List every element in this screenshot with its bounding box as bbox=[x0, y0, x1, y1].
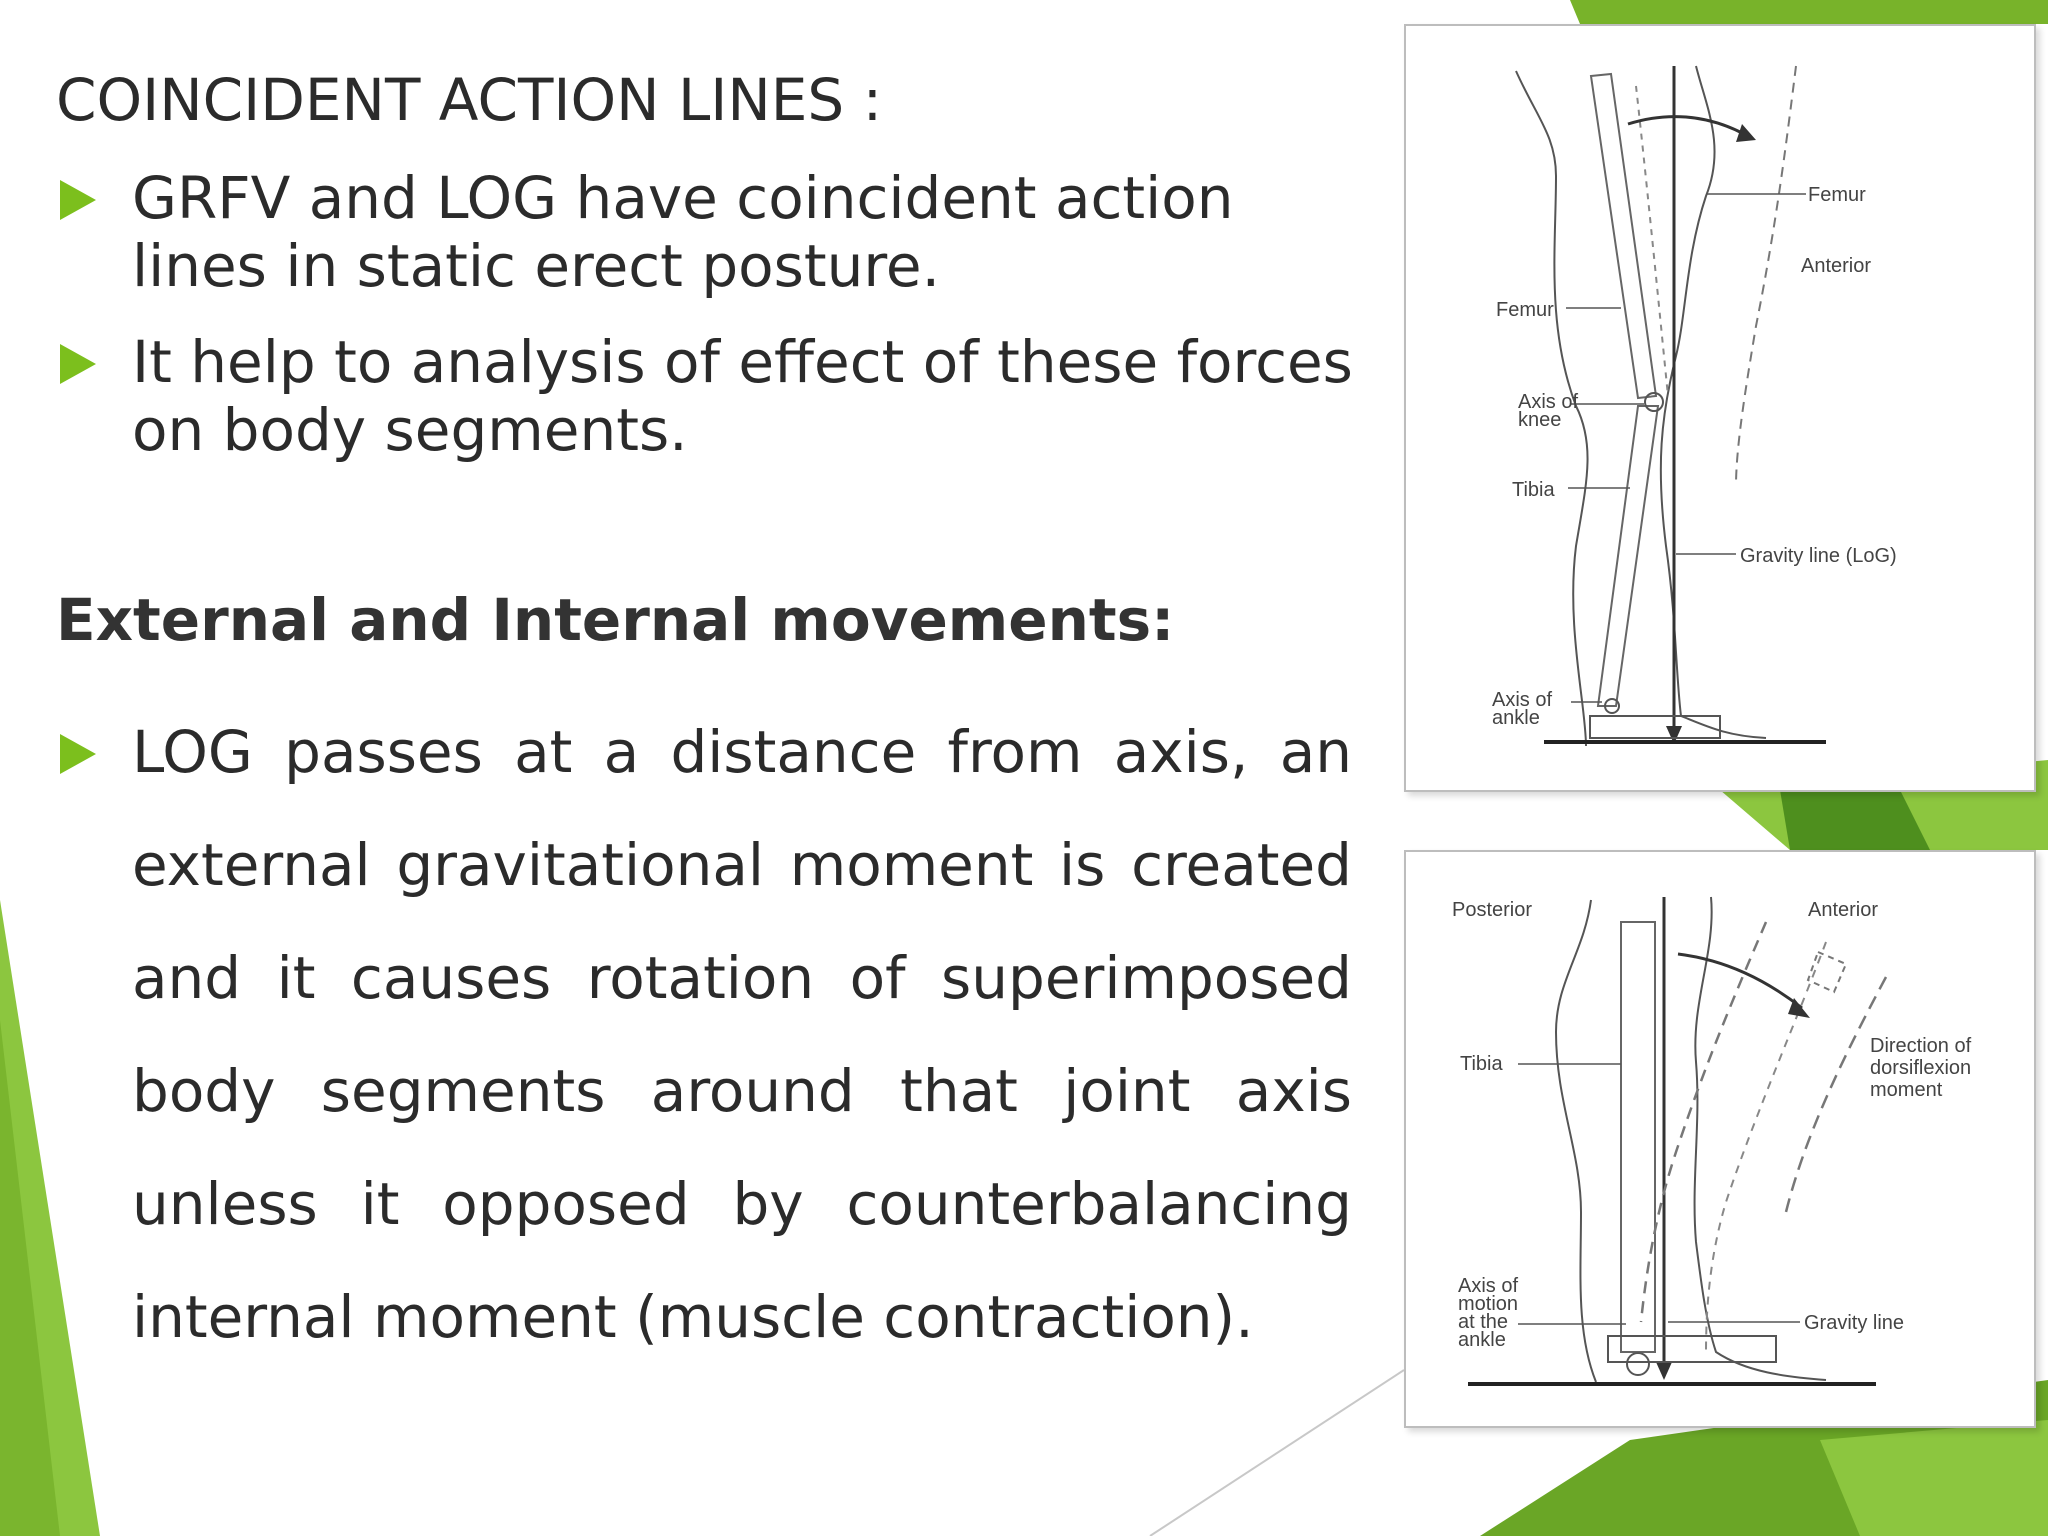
foot-block bbox=[1607, 1335, 1777, 1363]
bullet-text: GRFV and LOG have coincident action line… bbox=[132, 164, 1234, 300]
dorsiflexion-arrowhead bbox=[1788, 998, 1810, 1018]
label-gravity-line: Gravity line bbox=[1804, 1312, 1904, 1334]
ankle-axis-circle bbox=[1604, 698, 1620, 714]
mid-right-green-dark bbox=[1780, 790, 1930, 850]
bullet-triangle-icon bbox=[60, 734, 96, 774]
label-axis-knee-2: knee bbox=[1518, 409, 1561, 431]
rotation-arrowhead bbox=[1736, 124, 1756, 142]
bullet-text: LOG passes at a distance from axis, an e… bbox=[132, 718, 1352, 1351]
leg-outline-back bbox=[1515, 70, 1589, 747]
label-direction-1: Direction of bbox=[1870, 1035, 1972, 1057]
label-axis-1: Axis of bbox=[1458, 1275, 1518, 1297]
heading-coincident-action-lines: COINCIDENT ACTION LINES : bbox=[56, 66, 883, 134]
label-axis-2: motion bbox=[1458, 1293, 1518, 1315]
bullet-grfv-log: GRFV and LOG have coincident action line… bbox=[56, 164, 1356, 300]
tibia-bar bbox=[1596, 405, 1660, 707]
label-axis-ankle-2: ankle bbox=[1492, 707, 1540, 729]
ankle-axis-circle bbox=[1626, 1352, 1650, 1376]
dorsiflexed-leg-dashed-2 bbox=[1705, 941, 1827, 1353]
leg-outline-front bbox=[1659, 65, 1767, 739]
bullet-text: It help to analysis of effect of these f… bbox=[132, 328, 1353, 464]
label-direction-2: dorsiflexion bbox=[1870, 1057, 1971, 1079]
label-axis-knee-1: Axis of bbox=[1518, 391, 1578, 413]
femur-bar bbox=[1589, 72, 1658, 400]
label-axis-ankle-1: Axis of bbox=[1492, 689, 1552, 711]
bottom-right-green-light bbox=[1820, 1420, 2048, 1536]
label-axis-4: ankle bbox=[1458, 1329, 1506, 1351]
bullet-analysis: It help to analysis of effect of these f… bbox=[56, 328, 1356, 464]
knee-axis-circle bbox=[1644, 392, 1664, 412]
gravity-arrowhead bbox=[1656, 1362, 1672, 1380]
bullet-log-passes: LOG passes at a distance from axis, an e… bbox=[56, 696, 1352, 1374]
flexed-leg-dashed bbox=[1735, 65, 1797, 487]
dorsiflexed-tibia-dashed bbox=[1806, 950, 1848, 994]
heading-external-internal-movements: External and Internal movements: bbox=[56, 586, 1175, 654]
label-direction-3: moment bbox=[1870, 1079, 1943, 1101]
thin-diagonal-line bbox=[1149, 1369, 1405, 1536]
tibia-bar bbox=[1620, 921, 1656, 1353]
top-right-green bbox=[1570, 0, 2048, 24]
ankle-diagram: Posterior Anterior Tibia Direction of do… bbox=[1452, 896, 1972, 1386]
label-axis-3: at the bbox=[1458, 1311, 1508, 1333]
leg-outline-front bbox=[1693, 896, 1827, 1381]
label-anterior: Anterior bbox=[1801, 255, 1871, 277]
label-femur-left: Femur bbox=[1496, 299, 1554, 321]
gravity-arrowhead bbox=[1666, 726, 1682, 744]
figure-knee-gravity-line: Femur Anterior Femur Axis of knee Tibia … bbox=[1404, 24, 2036, 792]
flexed-leg-dashed-inner bbox=[1635, 85, 1669, 397]
bullet-triangle-icon bbox=[60, 344, 96, 384]
foot-block bbox=[1589, 715, 1721, 739]
label-femur-right: Femur bbox=[1808, 184, 1866, 206]
knee-diagram: Femur Anterior Femur Axis of knee Tibia … bbox=[1492, 65, 1897, 747]
dorsiflexion-arrow bbox=[1677, 952, 1803, 1010]
leg-outline-back bbox=[1554, 899, 1597, 1383]
label-tibia: Tibia bbox=[1460, 1053, 1503, 1075]
figure-ankle-dorsiflexion: Posterior Anterior Tibia Direction of do… bbox=[1404, 850, 2036, 1428]
rotation-arrow bbox=[1627, 115, 1745, 136]
left-green-wedge-dark bbox=[0, 1020, 60, 1536]
label-posterior: Posterior bbox=[1452, 899, 1532, 921]
bullet-triangle-icon bbox=[60, 180, 96, 220]
dorsiflexed-leg-dashed-1 bbox=[1639, 921, 1768, 1323]
label-gravity-line: Gravity line (LoG) bbox=[1740, 545, 1897, 567]
dorsiflexed-leg-dashed-3 bbox=[1784, 976, 1888, 1213]
label-anterior: Anterior bbox=[1808, 899, 1878, 921]
label-tibia: Tibia bbox=[1512, 479, 1555, 501]
